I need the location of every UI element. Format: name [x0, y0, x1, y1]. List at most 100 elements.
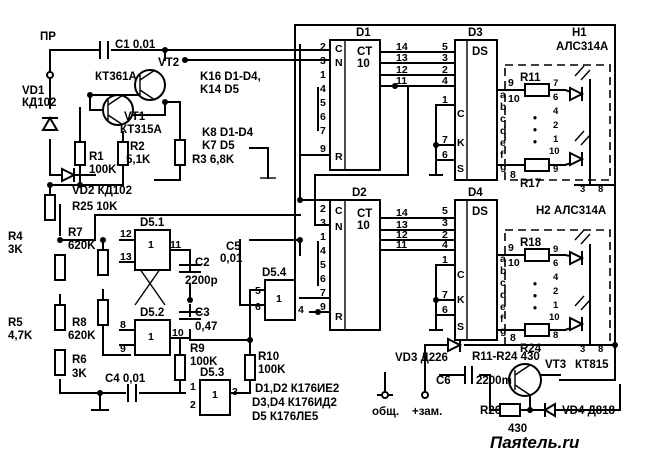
- d2-pin-2: 2: [320, 203, 326, 215]
- c3-label: C3: [195, 307, 210, 319]
- d3-seg-g: g: [500, 161, 506, 173]
- wires: [49, 24, 621, 411]
- h1-type-label: АЛС314А: [556, 41, 608, 53]
- d3-seg-e: e: [500, 137, 506, 149]
- h2-pin-9: 9: [553, 244, 558, 255]
- d54-pin-4: 4: [298, 304, 304, 316]
- d2-c-label: C: [335, 205, 343, 217]
- d4-seg-b: b: [500, 265, 506, 277]
- d1-ct-label: CT: [357, 46, 372, 58]
- d1-pin-3: 3: [320, 55, 326, 67]
- h1-pin-2: 2: [553, 120, 558, 131]
- d2-pin-11: 11: [396, 239, 407, 251]
- r26-value: 430: [508, 423, 527, 435]
- d4-pin-8: 8: [510, 332, 516, 344]
- d52-pin-8: 8: [120, 319, 126, 331]
- r18-label: R18: [520, 237, 542, 249]
- k8-label: K8 D1-D4: [202, 127, 254, 139]
- h2-pin-2: 2: [553, 286, 558, 297]
- d2-pin-3: 3: [320, 217, 326, 229]
- d3-pin-1: 1: [442, 94, 448, 106]
- r25-label: R25 10K: [72, 201, 118, 213]
- k14-label: K14 D5: [200, 84, 240, 96]
- zam-label: +зам.: [412, 406, 442, 418]
- watermark: Паяtель.ru: [490, 433, 580, 452]
- legend-line-2: D3,D4 К176ИД2: [252, 397, 337, 409]
- vd2-label: VD2 КД102: [72, 185, 132, 197]
- ic-d3: [454, 39, 498, 181]
- c3-value: 0,47: [195, 321, 217, 333]
- vd1-diode-symbol: [41, 116, 59, 131]
- h2-pin-10: 10: [549, 312, 560, 323]
- d52-pin-10: 10: [172, 327, 184, 339]
- vt2-label: VT2: [158, 57, 179, 69]
- d54-label: D5.4: [262, 267, 287, 279]
- r5-value: 4,7K: [8, 330, 33, 342]
- d4-pin-4: 4: [442, 239, 448, 251]
- d4-seg-f: f: [500, 313, 504, 325]
- d2-pin-6: 6: [320, 273, 326, 285]
- ic-d4: [454, 199, 498, 341]
- d3-ds-label: DS: [472, 46, 488, 58]
- d2-ct-label: CT: [357, 208, 372, 220]
- d3-k-label: K: [457, 137, 465, 149]
- d4-seg-d: d: [500, 289, 506, 301]
- r2-label: R2: [130, 141, 145, 153]
- d2-label: D2: [352, 187, 367, 199]
- r4-value: 3K: [8, 244, 23, 256]
- r5-label: R5: [8, 317, 23, 329]
- d4-s-label: S: [457, 321, 464, 333]
- common-terminal: [381, 391, 389, 399]
- d2-pin-7: 7: [320, 287, 326, 299]
- r9-value: 100K: [190, 356, 218, 368]
- d2-pin-5: 5: [320, 259, 326, 271]
- d4-seg-e: e: [500, 301, 506, 313]
- d3-pin-7: 7: [442, 134, 448, 146]
- r4-label: R4: [8, 231, 23, 243]
- d2-r-label: R: [335, 311, 343, 323]
- d3-seg-d: d: [500, 125, 506, 137]
- d51-pin-12: 12: [120, 228, 132, 240]
- d2-pin-14: 14: [396, 207, 408, 219]
- h2-label: H2 АЛС314А: [536, 205, 606, 217]
- h1-dot-1: •: [533, 113, 537, 125]
- d53-pin-3: 3: [232, 386, 238, 398]
- d1-pin-1: 1: [320, 69, 326, 81]
- d2-ten-label: 10: [357, 220, 370, 232]
- pr-label: ПР: [40, 31, 56, 43]
- display-h1: [504, 64, 611, 181]
- d53-label: D5.3: [200, 367, 224, 379]
- h2-dot-3: •: [533, 303, 537, 315]
- h1-pin-9: 9: [553, 164, 558, 175]
- d1-pin-13: 13: [396, 52, 408, 64]
- h1-dot-2: •: [533, 125, 537, 137]
- kt315a-label: КТ315А: [120, 124, 162, 136]
- d54-pin-6: 6: [255, 301, 261, 313]
- h2-pin-1: 1: [553, 300, 559, 311]
- d2-pin-4: 4: [320, 245, 326, 257]
- vd2-diode-symbol: [61, 167, 77, 183]
- legend-line-1: D1,D2 К176ИЕ2: [255, 383, 339, 395]
- h1-pin-4: 4: [553, 106, 559, 117]
- display-h2: [504, 229, 611, 346]
- d3-seg-f: f: [500, 149, 504, 161]
- d54-gate-symbol: 1: [276, 293, 282, 305]
- junction-dots: [47, 47, 618, 413]
- d1-pin-6: 6: [320, 111, 326, 123]
- r11-label: R11: [520, 72, 541, 84]
- c5-label: C5: [226, 241, 241, 253]
- d1-pin-5: 5: [320, 97, 326, 109]
- c5-value: 0,01: [220, 253, 243, 265]
- d51-gate-symbol: 1: [148, 239, 154, 251]
- c1-label: C1 0,01: [115, 39, 156, 51]
- terminals: [46, 71, 429, 399]
- capacitors: [99, 41, 473, 402]
- legend-line-3: D5 К176ЛЕ5: [252, 411, 319, 423]
- d53-pin-2: 2: [190, 399, 196, 411]
- d52-gate-symbol: 1: [148, 331, 154, 343]
- d53-pin-1: 1: [190, 381, 196, 393]
- r6-value: 3K: [72, 368, 87, 380]
- r8-label: R8: [72, 317, 87, 329]
